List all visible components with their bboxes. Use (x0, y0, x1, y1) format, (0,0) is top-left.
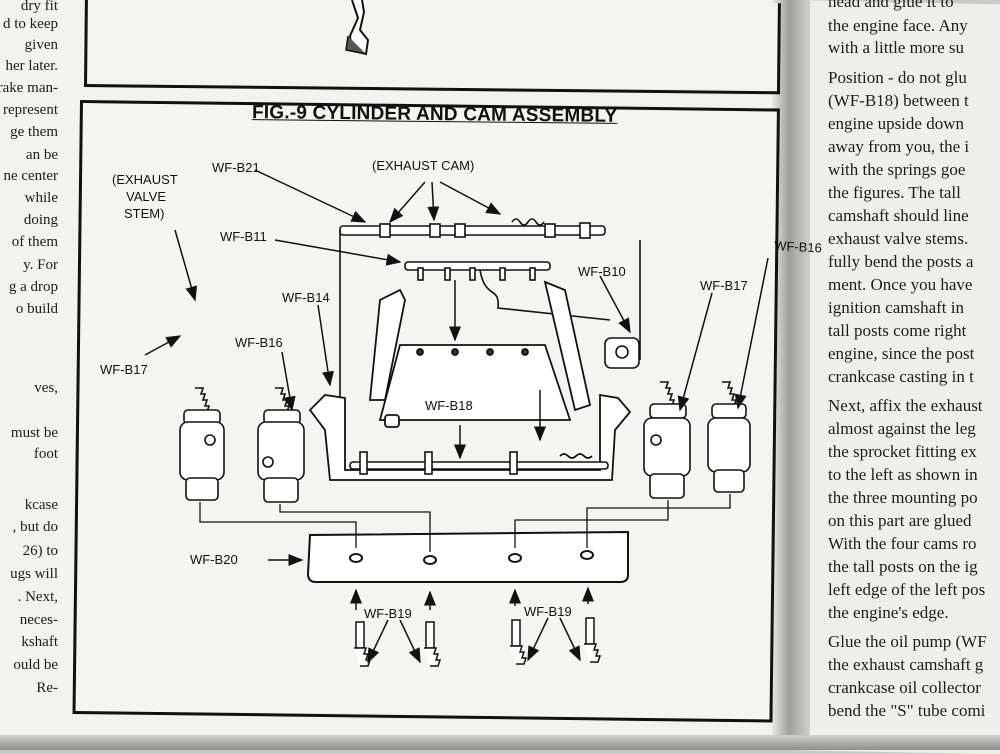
text-line: engine, since the post (828, 344, 975, 363)
label-exhaust-cam: (EXHAUST CAM) (372, 158, 474, 173)
text-line: foot (33, 446, 58, 462)
label-wf-b20: WF-B20 (190, 552, 238, 567)
screws (354, 617, 602, 667)
label-exhaust-valve-stem-1: (EXHAUST (112, 172, 178, 187)
label-exhaust-valve-stem-3: STEM) (124, 206, 164, 221)
label-wf-b14: WF-B14 (282, 290, 330, 305)
text-line: doing (23, 212, 58, 228)
text-line: to the left as shown in (828, 465, 978, 484)
text-line: with the springs goe (828, 160, 966, 179)
text-line: Position - do not glu (828, 68, 967, 87)
text-line: ves, (34, 380, 58, 396)
label-wf-b19-right: WF-B19 (524, 604, 572, 619)
text-line: ment. Once you have (828, 275, 973, 294)
alignment-lines (199, 494, 731, 552)
text-line: crankcase casting in t (828, 367, 974, 386)
label-wf-b18: WF-B18 (425, 398, 473, 413)
text-line: the sprocket fitting ex (828, 442, 977, 461)
text-line: fully bend the posts a (828, 252, 974, 271)
text-line: the engine face. Any (828, 16, 968, 35)
oil-pump (604, 240, 641, 369)
text-line: camshaft should line (828, 206, 969, 225)
label-wf-b17-left: WF-B17 (100, 362, 148, 377)
text-line: with a little more su (828, 38, 964, 57)
text-line: , but do (12, 519, 58, 535)
right-text-column: head and glue it to the engine face. Any… (828, 0, 1000, 740)
text-line: (WF-B18) between t (828, 91, 969, 110)
text-line: almost against the leg (828, 419, 976, 438)
text-line: left edge of the left pos (828, 580, 986, 599)
label-wf-b21: WF-B21 (212, 160, 260, 175)
text-line: the figures. The tall (828, 183, 961, 202)
text-line: tall posts come right (828, 321, 967, 340)
text-line: exhaust valve stems. (828, 229, 969, 248)
text-line: of them (11, 234, 58, 250)
text-line: dry fit (20, 0, 58, 14)
text-line: ignition camshaft in (828, 298, 964, 317)
label-wf-b10: WF-B10 (578, 264, 626, 279)
text-line: kshaft (21, 634, 58, 650)
text-line: y. For (23, 257, 58, 273)
text-line: on this part are glued (828, 511, 972, 530)
text-line: . Next, (17, 589, 58, 605)
main-camshaft (349, 451, 609, 475)
label-wf-b16: WF-B16 (235, 335, 283, 350)
text-line: g a drop (8, 279, 58, 295)
text-line: kcase (24, 497, 58, 513)
base-plate (306, 530, 629, 583)
text-line: ge them (10, 124, 58, 140)
text-line: head and glue it to (828, 0, 954, 11)
ignition-cam-bar (404, 261, 611, 321)
text-line: 26) to (22, 543, 58, 559)
text-line: With the four cams ro (828, 534, 977, 553)
text-line: bend the "S" tube comi (828, 701, 986, 720)
text-line: while (24, 190, 58, 206)
label-wf-b19-left: WF-B19 (364, 606, 412, 621)
text-line: ould be (13, 657, 58, 673)
left-text-column: dry fit d to keep given her later. rake … (0, 0, 72, 700)
text-line: o build (15, 301, 58, 317)
label-exhaust-valve-stem-2: VALVE (126, 189, 166, 204)
label-wf-b17-right: WF-B17 (700, 278, 748, 293)
text-line: away from you, the i (828, 137, 970, 156)
cylinder-left-outer (179, 387, 225, 501)
text-line: crankcase oil collector (828, 678, 981, 697)
text-line: her later. (5, 58, 58, 74)
text-line: Re- (36, 680, 58, 696)
text-line: an be (25, 147, 58, 163)
text-line: the three mounting po (828, 488, 978, 507)
text-line: the exhaust camshaft g (828, 655, 984, 674)
cylinder-left-inner (257, 387, 305, 503)
text-line: Glue the oil pump (WF (828, 632, 987, 651)
text-line: the engine's edge. (828, 603, 949, 622)
text-line: ne center (3, 168, 58, 184)
cylinder-right-inner (643, 381, 691, 499)
callout-arrows (144, 169, 769, 664)
text-line: given (24, 37, 58, 53)
text-line: Next, affix the exhaust (828, 396, 983, 415)
text-line: engine upside down (828, 114, 964, 133)
text-line: the tall posts on the ig (828, 557, 978, 576)
text-line: rake man- (0, 80, 58, 96)
text-line: d to keep (3, 16, 58, 32)
text-line: ugs will (10, 566, 58, 582)
label-wf-b11: WF-B11 (220, 229, 267, 244)
label-wf-b16-right: WF-B16 (774, 238, 822, 255)
text-line: represent (3, 102, 58, 118)
text-line: neces- (19, 612, 58, 628)
text-line: must be (10, 425, 58, 441)
page-edge-shadow (0, 735, 1000, 750)
crankcase-frame (308, 280, 632, 481)
cylinder-right-outer (707, 381, 751, 493)
